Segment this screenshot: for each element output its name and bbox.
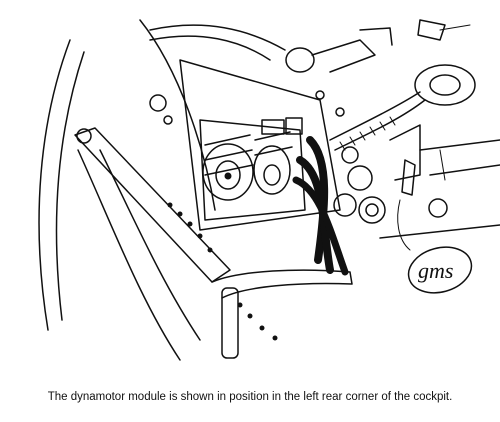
pulley-wheel (329, 64, 476, 151)
cable-bundle (292, 136, 349, 276)
lower-bar (211, 269, 353, 359)
right-side-panel (379, 139, 500, 239)
cockpit-wall (149, 59, 345, 231)
upper-tubing (149, 19, 471, 73)
cockpit-illustration: gms (38, 19, 500, 361)
instrument-cluster (333, 124, 448, 251)
signature-text: gms (418, 258, 453, 283)
artist-signature: gms (407, 246, 473, 294)
figure-caption: The dynamotor module is shown in positio… (47, 391, 453, 403)
lightened-strut (74, 127, 278, 341)
dynamotor-module (199, 117, 306, 221)
